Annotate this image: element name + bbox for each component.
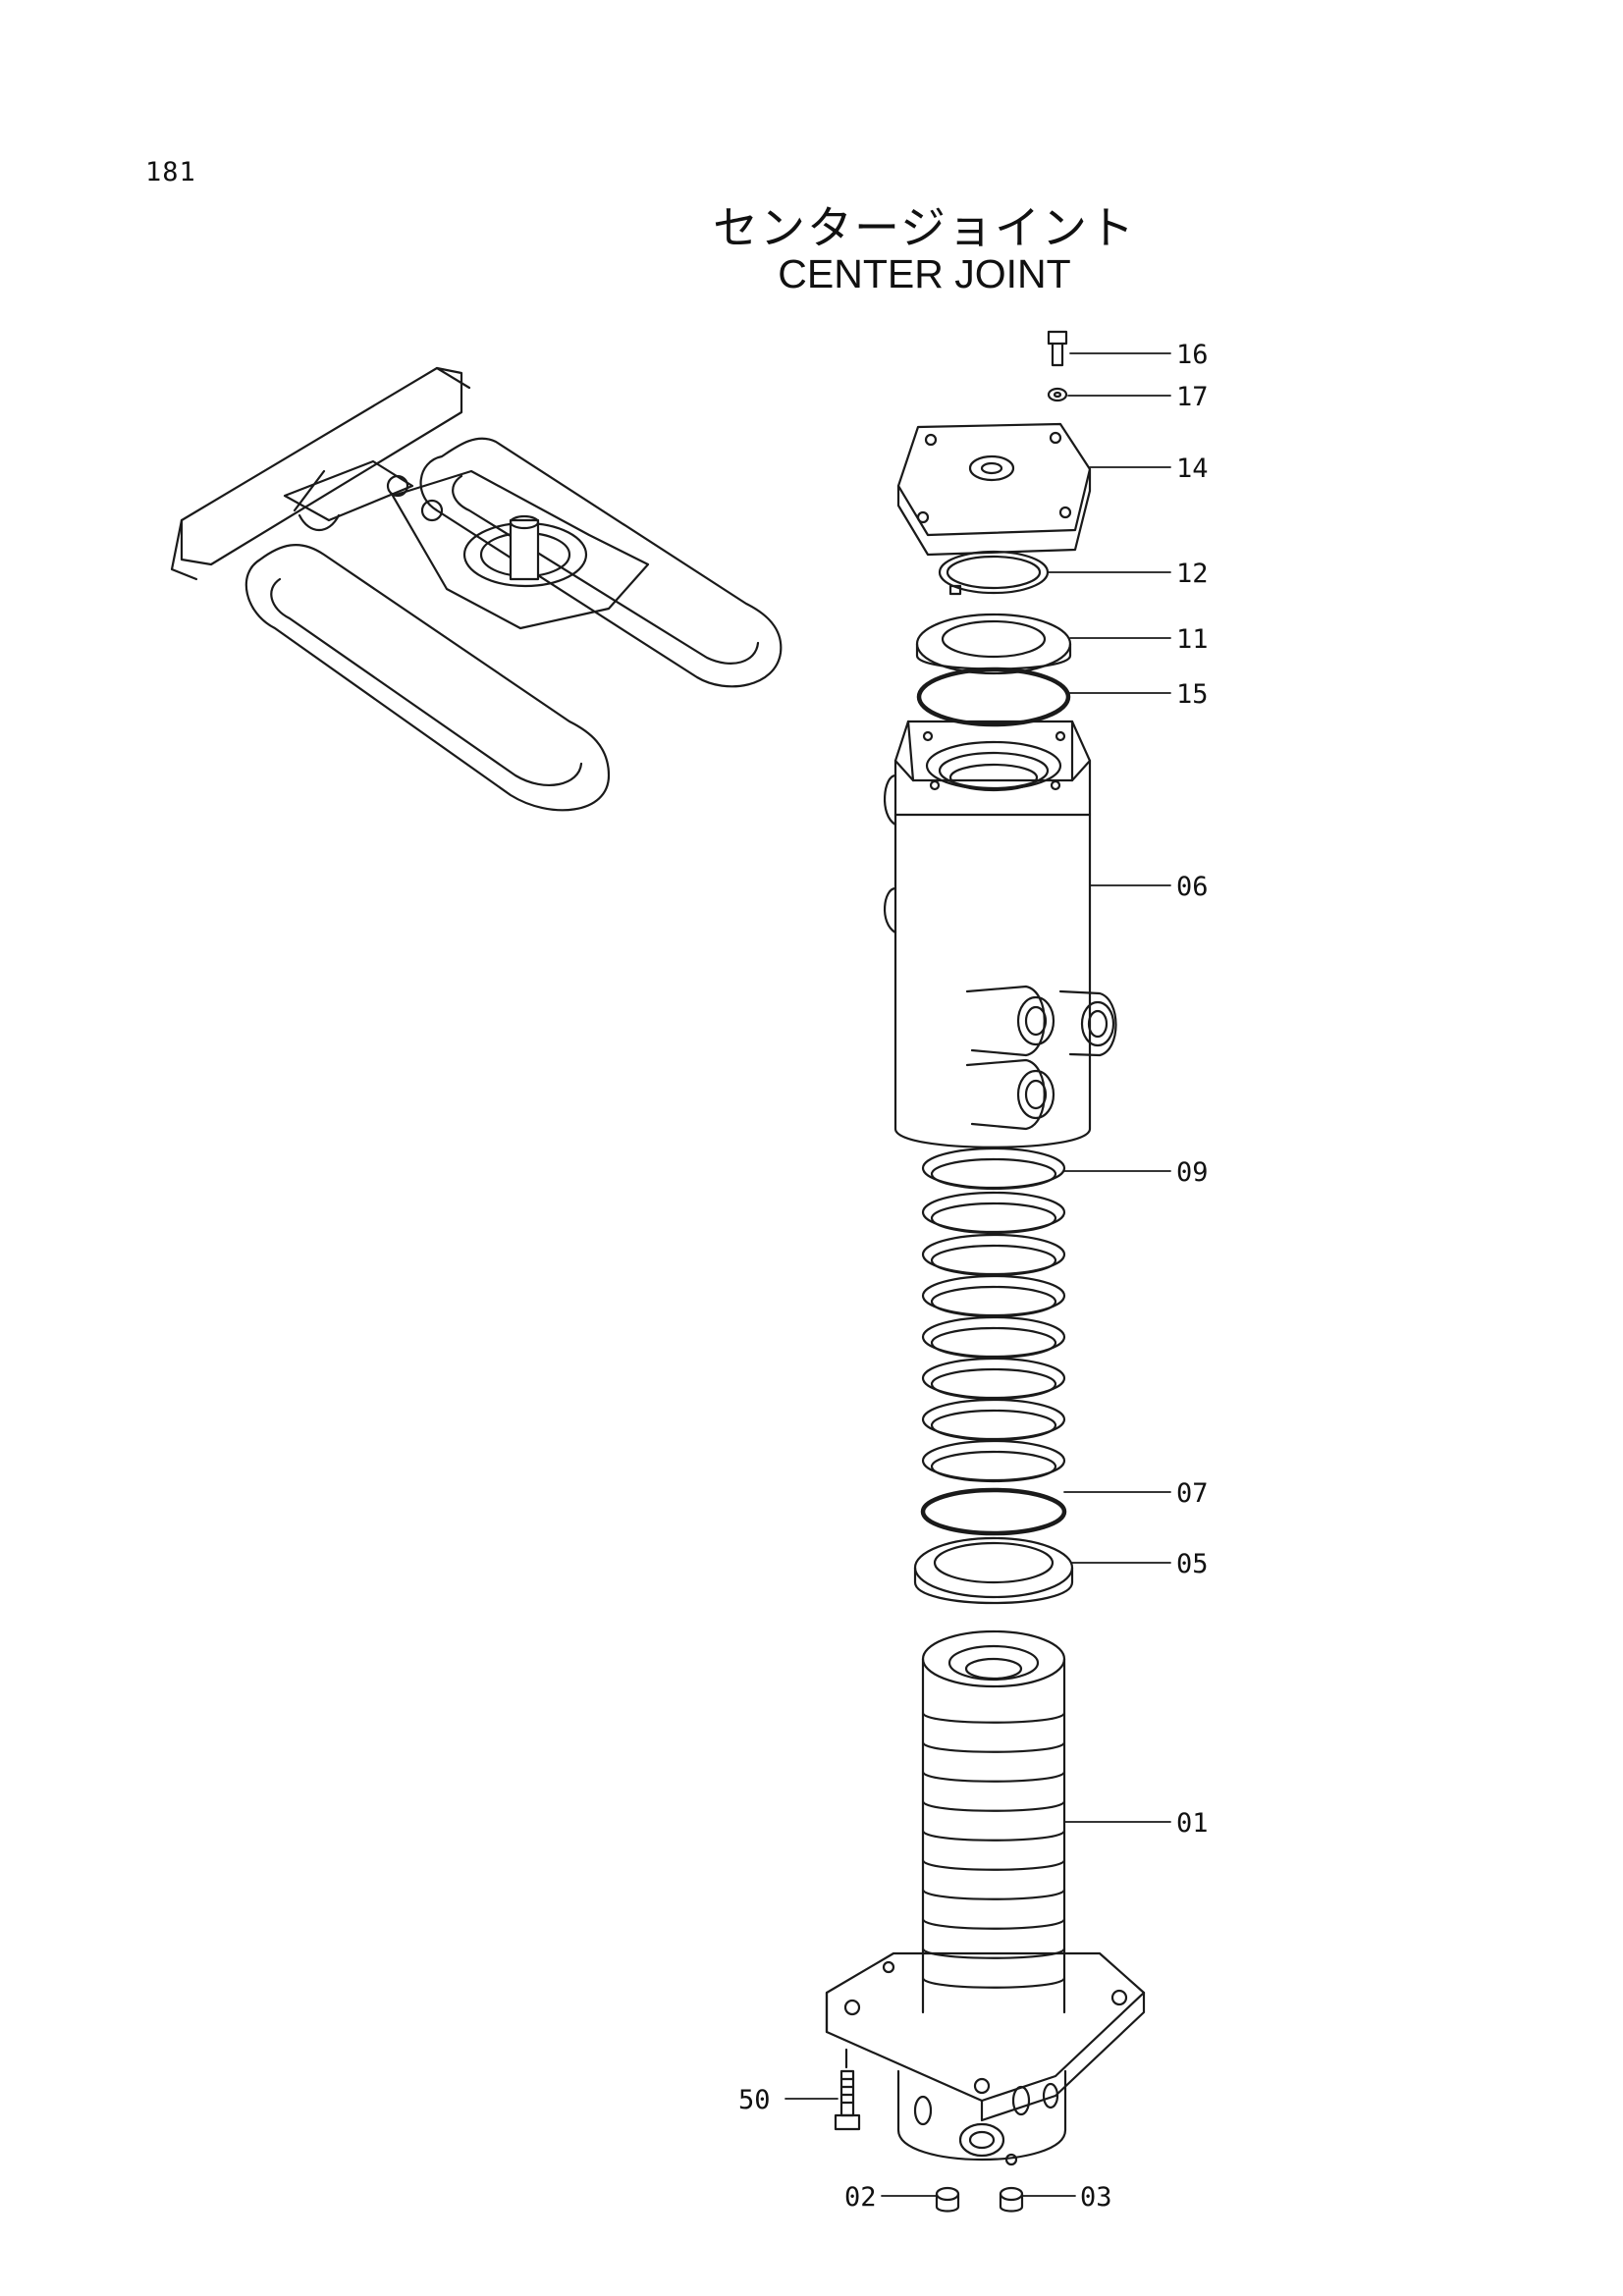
callout-02: 02 (844, 2182, 877, 2213)
callout-01: 01 (1176, 1808, 1209, 1839)
callout-15: 15 (1176, 679, 1209, 710)
body-06 (883, 720, 1117, 1148)
callout-50: 50 (738, 2085, 771, 2115)
title-japanese: センタージョイント (712, 201, 1137, 254)
bolt-16 (1047, 330, 1068, 367)
o-ring-15 (916, 667, 1071, 727)
o-ring-07 (920, 1487, 1067, 1536)
callout-12: 12 (1176, 559, 1209, 589)
plug-02 (935, 2186, 960, 2213)
plug-03 (999, 2186, 1024, 2213)
callout-07: 07 (1176, 1478, 1209, 1509)
callout-03: 03 (1080, 2182, 1112, 2213)
ring-05 (913, 1536, 1074, 1605)
callout-11: 11 (1176, 624, 1209, 655)
snap-ring-12 (938, 550, 1050, 596)
ring-11 (915, 613, 1072, 675)
bolt-50 (834, 2048, 861, 2131)
callout-17: 17 (1176, 382, 1209, 412)
page-number: 181 (145, 157, 196, 187)
cover-14 (896, 422, 1092, 557)
excavator-overview-illustration (170, 366, 783, 812)
spindle-01 (825, 1629, 1146, 2166)
callout-09: 09 (1176, 1157, 1209, 1188)
callout-06: 06 (1176, 872, 1209, 902)
leader-lines (784, 352, 1171, 2197)
seal-stack-09 (921, 1147, 1066, 1483)
title-english: CENTER JOINT (778, 251, 1071, 296)
callout-05: 05 (1176, 1549, 1209, 1579)
callout-14: 14 (1176, 454, 1209, 484)
callout-16: 16 (1176, 340, 1209, 370)
washer-17 (1047, 387, 1068, 402)
